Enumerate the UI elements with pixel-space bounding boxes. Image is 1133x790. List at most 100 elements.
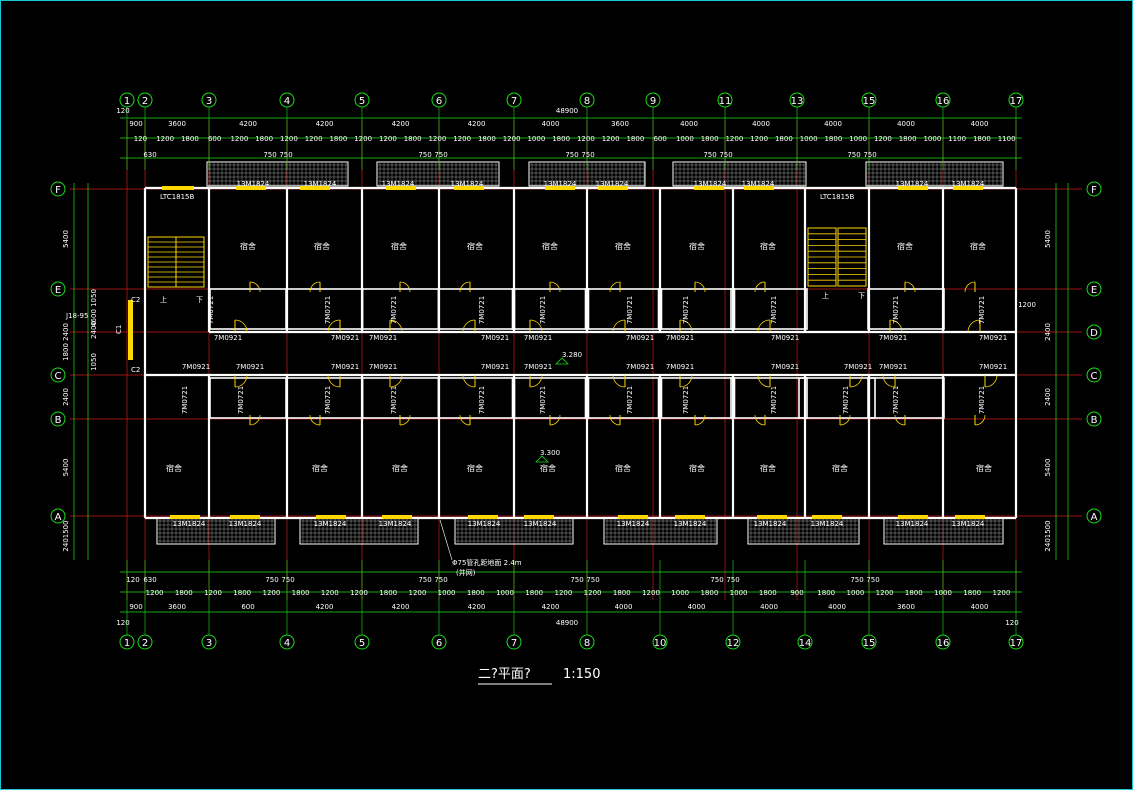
room-label-north: 宿舍 bbox=[240, 241, 256, 251]
dim-bottom-1: 750 bbox=[586, 576, 599, 584]
door-closet-south bbox=[754, 414, 766, 426]
room-label-south: 宿舍 bbox=[312, 463, 328, 473]
dim-bottom-3: 4200 bbox=[392, 603, 410, 611]
drawing-title: 二?平面? bbox=[478, 667, 531, 682]
axis-label-bottom: 17 bbox=[1010, 638, 1023, 649]
dim-top-2: 1100 bbox=[948, 135, 966, 143]
room-label-north: 宿舍 bbox=[760, 241, 776, 251]
window-top bbox=[300, 186, 330, 190]
door-label-closet-south: 7M0721 bbox=[324, 386, 332, 414]
dim-bottom-2: 1800 bbox=[525, 589, 543, 597]
door-closet-south bbox=[609, 414, 621, 426]
closet-north bbox=[867, 288, 945, 330]
axis-label-top: 7 bbox=[511, 96, 517, 107]
dim-top-2: 1200 bbox=[354, 135, 372, 143]
dim-top-2: 1800 bbox=[552, 135, 570, 143]
dim-bottom-3: 4000 bbox=[760, 603, 778, 611]
dim-top-3: 750 bbox=[434, 151, 447, 159]
dim-left-inner: 1050 bbox=[90, 353, 98, 371]
dim-right: 2400 bbox=[1044, 388, 1052, 406]
dim-bottom-2: 1200 bbox=[204, 589, 222, 597]
balcony-top bbox=[865, 161, 1004, 187]
dim-bottom-3: 4000 bbox=[615, 603, 633, 611]
axis-label-bottom: 5 bbox=[359, 638, 365, 649]
dim-bottom-2: 900 bbox=[790, 589, 803, 597]
axis-label-right: E bbox=[1091, 285, 1097, 296]
axis-label-left: E bbox=[55, 285, 61, 296]
dim-top-3: 750 bbox=[418, 151, 431, 159]
dim-top-1: 4000 bbox=[824, 120, 842, 128]
dim-bottom-2: 1000 bbox=[671, 589, 689, 597]
door-closet-north bbox=[754, 281, 766, 293]
door-label-closet-north: 7M0721 bbox=[539, 296, 547, 324]
walls bbox=[143, 186, 1018, 520]
door-label-north: 7M0921 bbox=[481, 334, 509, 342]
window-top bbox=[598, 186, 628, 190]
dim-bottom-2: 1800 bbox=[175, 589, 193, 597]
dim-bottom-3: 4200 bbox=[542, 603, 560, 611]
dim-top-2: 1200 bbox=[453, 135, 471, 143]
closet-south bbox=[730, 377, 808, 419]
dim-top-2: 1000 bbox=[527, 135, 545, 143]
room-label-north: 宿舍 bbox=[897, 241, 913, 251]
axis-label-bottom: 1 bbox=[124, 638, 130, 649]
dim-top-1: 4000 bbox=[542, 120, 560, 128]
dim-top-2: 1200 bbox=[230, 135, 248, 143]
axis-label-top: 15 bbox=[863, 96, 876, 107]
door-label-south: 7M0921 bbox=[844, 363, 872, 371]
axis-label-bottom: 16 bbox=[937, 638, 950, 649]
closet-north bbox=[584, 288, 663, 330]
door-closet-south bbox=[549, 414, 561, 426]
dim-bottom-2: 1800 bbox=[817, 589, 835, 597]
window-label-bottom: 13M1824 bbox=[229, 520, 262, 528]
dim-top-2: 1200 bbox=[156, 135, 174, 143]
door-corridor-south bbox=[984, 374, 998, 388]
door-closet-north bbox=[904, 281, 916, 293]
window-bottom bbox=[675, 515, 705, 519]
dim-left: 2400 bbox=[62, 323, 70, 341]
window-label-bottom: 13M1824 bbox=[674, 520, 707, 528]
door-label-south: 7M0921 bbox=[236, 363, 264, 371]
dim-top-2: 1800 bbox=[404, 135, 422, 143]
door-closet-south bbox=[399, 414, 411, 426]
dim-top-1: 900 bbox=[129, 120, 142, 128]
dim-top-2: 600 bbox=[208, 135, 221, 143]
door-closet-south bbox=[839, 414, 851, 426]
axis-bubble-right bbox=[1086, 508, 1102, 524]
door-closet-south bbox=[309, 414, 321, 426]
window-bottom bbox=[316, 515, 346, 519]
axis-label-bottom: 3 bbox=[206, 638, 212, 649]
room-label-north: 宿舍 bbox=[689, 241, 705, 251]
dim-bottom-2: 1000 bbox=[438, 589, 456, 597]
dim-bottom-2: 1200 bbox=[262, 589, 280, 597]
stair-label-left: LTC1815B bbox=[160, 193, 195, 201]
stair-right-b bbox=[837, 227, 867, 287]
door-label-closet-north: 7M0721 bbox=[770, 296, 778, 324]
dim-bottom-1: 630 bbox=[143, 576, 156, 584]
closet-south bbox=[361, 377, 440, 419]
axis-label-bottom: 4 bbox=[284, 638, 290, 649]
door-label-closet-south: 7M0721 bbox=[978, 386, 986, 414]
dim-top-2: 1800 bbox=[329, 135, 347, 143]
axis-bubble-left bbox=[50, 181, 66, 197]
dim-bottom-1: 750 bbox=[434, 576, 447, 584]
window-top bbox=[386, 186, 416, 190]
window-label-top: 13M1824 bbox=[596, 180, 629, 188]
axis-label-top: 16 bbox=[937, 96, 950, 107]
dim-top-2: 1000 bbox=[676, 135, 694, 143]
axis-label-right: F bbox=[1091, 185, 1097, 196]
window-label-top: 13M1824 bbox=[237, 180, 270, 188]
door-corridor-south bbox=[612, 374, 626, 388]
window-label-bottom: 13M1824 bbox=[952, 520, 985, 528]
window-label-bottom: 13M1824 bbox=[524, 520, 557, 528]
dim-top-2: 1200 bbox=[725, 135, 743, 143]
dim-bottom-2: 1800 bbox=[759, 589, 777, 597]
closet-south bbox=[798, 377, 876, 419]
axis-label-bottom: 8 bbox=[584, 638, 590, 649]
door-closet-north bbox=[399, 281, 411, 293]
door-label-south: 7M0921 bbox=[771, 363, 799, 371]
door-corridor-south bbox=[849, 374, 863, 388]
dim-top-2: 1800 bbox=[775, 135, 793, 143]
dim-bottom-2: 1200 bbox=[992, 589, 1010, 597]
